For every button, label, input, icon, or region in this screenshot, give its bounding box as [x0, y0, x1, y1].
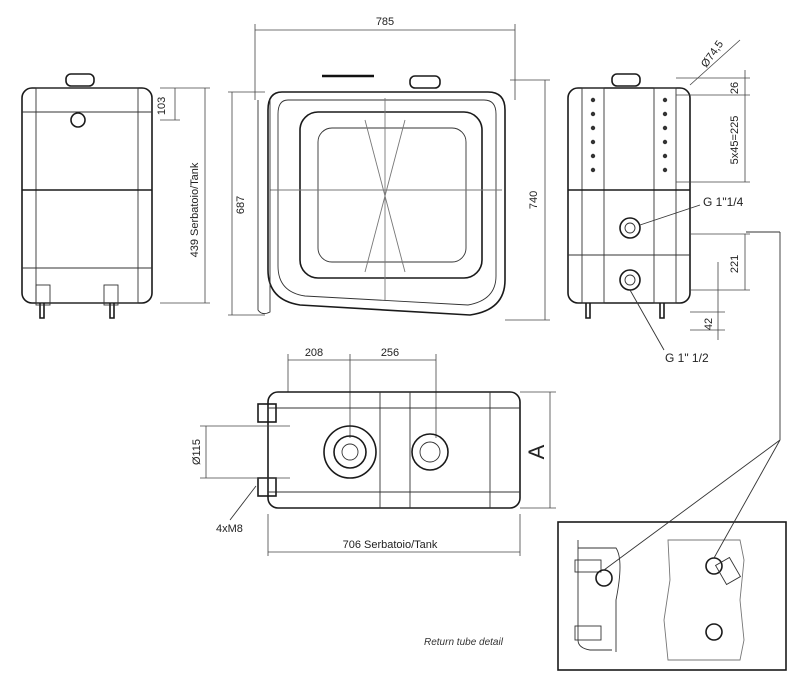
dim-bottom-tank: 706 Serbatoio/Tank [343, 539, 438, 551]
label-port-upper: G 1"1/4 [703, 195, 744, 209]
dim-right-bottom: 42 [703, 318, 715, 330]
dim-side-height: 439 Serbatoio/Tank [189, 162, 201, 257]
dim-bottom-right: 256 [381, 347, 399, 359]
top-view: 208 256 Ø115 4xM8 A 706 Serbatoio/Tank [191, 347, 556, 556]
return-tube-detail: Return tube detail [424, 231, 787, 671]
detail-caption: Return tube detail [424, 637, 504, 648]
dim-height-left: 687 [235, 196, 247, 214]
dim-right-mid: 221 [729, 255, 741, 273]
left-side-view: 103 439 Serbatoio/Tank [21, 73, 210, 319]
dim-diameter-top: Ø74,5 [699, 39, 726, 70]
dim-side-top: 103 [156, 97, 168, 115]
dim-overall-width: 785 [376, 16, 394, 28]
dim-right-holes: 5x45=225 [729, 116, 741, 165]
dim-bottom-left: 208 [305, 347, 323, 359]
label-port-lower: G 1" 1/2 [665, 351, 709, 365]
dim-bottom-diameter: Ø115 [191, 439, 203, 465]
dim-bottom-depth: A [524, 444, 549, 459]
front-view: 785 687 740 [228, 16, 550, 321]
label-bolts: 4xM8 [216, 523, 243, 535]
dim-height-right: 740 [528, 191, 540, 209]
dim-right-top: 26 [729, 82, 741, 94]
right-side-view: Ø74,5 26 5x45=225 221 42 G 1"1/4 G 1" 1/… [567, 39, 750, 365]
